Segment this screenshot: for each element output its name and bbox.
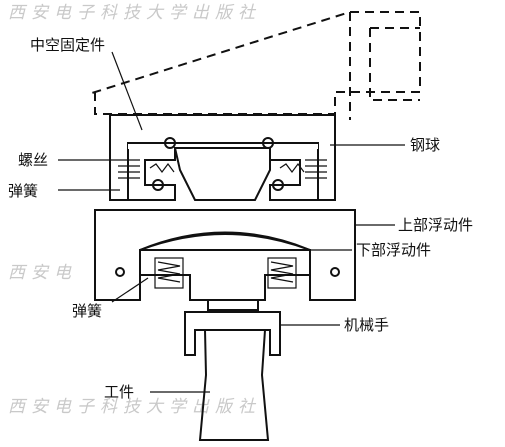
label-screw: 螺丝 bbox=[18, 151, 48, 169]
label-manipulator: 机械手 bbox=[344, 316, 389, 334]
labels: 中空固定件 钢球 螺丝 弹簧 上部浮动件 下部浮动件 弹簧 机械手 工件 bbox=[8, 36, 473, 401]
dashed-robot-head bbox=[91, 11, 421, 120]
label-spring-top: 弹簧 bbox=[8, 182, 38, 200]
upper-floating-part bbox=[94, 209, 356, 301]
leader-lines bbox=[58, 51, 405, 393]
watermark: 西安电子科技大学出版社 西安电 西安电子科技大学出版社 bbox=[8, 3, 261, 417]
watermark-text-middle-left: 西安电 bbox=[8, 263, 77, 283]
label-upper-floating-part: 上部浮动件 bbox=[398, 216, 473, 234]
label-steel-ball: 钢球 bbox=[410, 136, 440, 154]
label-hollow-fixed-part: 中空固定件 bbox=[30, 36, 105, 54]
hollow-fixed-part bbox=[109, 114, 336, 201]
manipulator bbox=[184, 311, 281, 356]
label-spring-bottom: 弹簧 bbox=[72, 302, 102, 320]
steel-ball-icon bbox=[164, 137, 176, 149]
workpiece bbox=[198, 329, 270, 441]
watermark-text-top: 西安电子科技大学出版社 bbox=[8, 3, 261, 23]
lower-floating-part bbox=[115, 233, 340, 311]
watermark-text-bottom: 西安电子科技大学出版社 bbox=[8, 397, 261, 417]
label-lower-floating-part: 下部浮动件 bbox=[356, 241, 431, 259]
label-workpiece: 工件 bbox=[104, 383, 134, 401]
